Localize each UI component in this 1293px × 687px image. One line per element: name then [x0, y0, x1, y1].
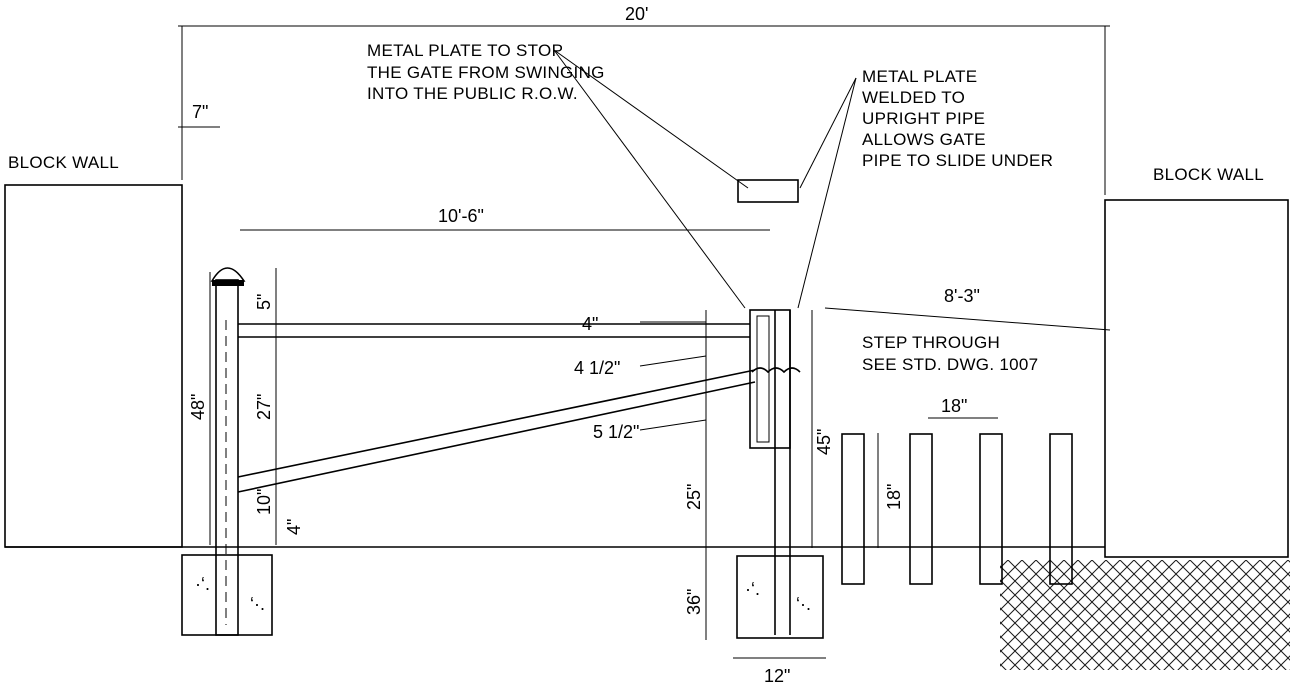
dim-gate-length: 10'-6" [438, 206, 484, 226]
dim-upright-height: 45" [814, 429, 834, 455]
svg-text:‘·.: ‘·. [796, 594, 811, 614]
dim-post-height: 48" [188, 394, 208, 420]
dim-bollard-height: 18" [884, 484, 904, 510]
block-wall-left-label: BLOCK WALL [8, 153, 119, 172]
svg-text:‘·.: ‘·. [250, 594, 265, 614]
right-block-wall [1104, 199, 1289, 558]
dim-bottom-gap: 10" [254, 489, 274, 515]
welded-plate-note: METAL PLATE WELDED TO UPRIGHT PIPE ALLOW… [862, 67, 1053, 170]
dim-total-width: 20' [625, 4, 648, 24]
metal-plate-section [737, 179, 799, 203]
dim-ground-gap: 4" [284, 519, 304, 535]
leader-lines [553, 49, 1111, 331]
dim-lower-height: 25" [684, 484, 704, 510]
dim-plate-low: 5 1/2" [593, 422, 639, 442]
block-wall-right-label: BLOCK WALL [1153, 165, 1264, 184]
dim-post-width: 7" [192, 102, 208, 122]
center-upright: ·‘. ‘·. [736, 309, 824, 639]
dim-top-offset: 5" [254, 294, 274, 310]
stop-plate-note: METAL PLATE TO STOP THE GATE FROM SWINGI… [367, 41, 610, 103]
gate-pipes [237, 323, 756, 493]
dim-right-span: 8'-3" [944, 286, 980, 306]
soil-hatching [1000, 560, 1290, 670]
dim-footing-width: 12" [764, 666, 790, 686]
dim-rail-gap: 27" [254, 394, 274, 420]
dim-plate-mid: 4 1/2" [574, 358, 620, 378]
svg-text:·‘.: ·‘. [195, 574, 210, 594]
bollards [841, 433, 1073, 585]
dim-plate-top: 4" [582, 314, 598, 334]
left-block-wall [4, 184, 183, 548]
left-post: ·‘. ‘·. [181, 267, 273, 636]
dimension-lines [178, 25, 1110, 659]
step-through-note: STEP THROUGH SEE STD. DWG. 1007 [862, 333, 1038, 374]
dim-bollard-spacing: 18" [941, 396, 967, 416]
dim-footing-depth: 36" [684, 589, 704, 615]
svg-text:·‘.: ·‘. [745, 579, 760, 599]
